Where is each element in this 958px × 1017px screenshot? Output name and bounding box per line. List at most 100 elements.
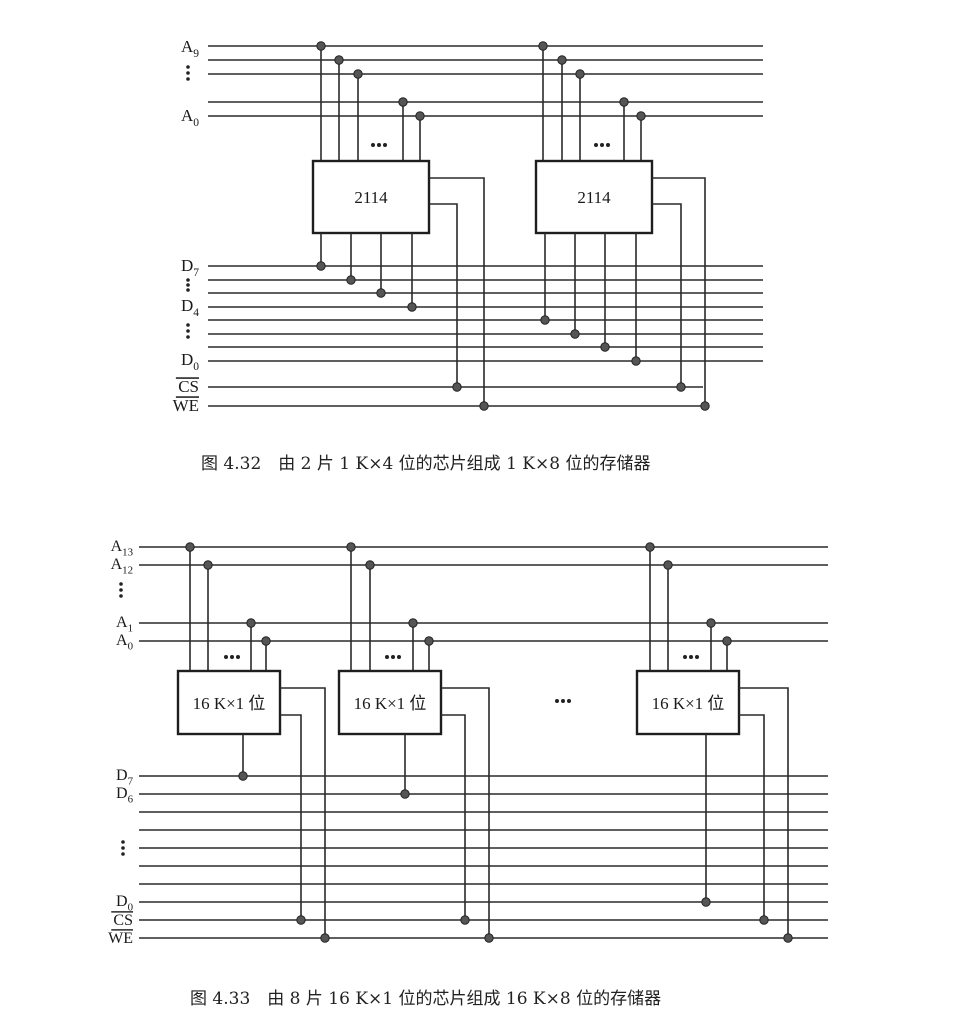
address-pins-ellipsis [600,143,604,147]
chip-we-wire [429,177,485,406]
we-junction-dot [320,933,330,943]
label-d4: D4 [181,296,199,319]
label-cs: CS [113,912,133,929]
data-junction-dot [407,302,417,312]
chip-cs-wire [441,714,466,920]
chips-omitted-ellipsis [555,699,559,703]
data-vertical-ellipsis [186,335,190,339]
chip-2114-1 [311,159,431,235]
label-a1: A1 [116,614,133,634]
chip-label: 2114 [577,188,611,207]
chip-we-wire [652,177,706,406]
data-junction-dot [316,261,326,271]
data-vertical-ellipsis [121,852,125,856]
address-vertical-ellipsis [119,582,123,586]
address-junction-dot [185,542,195,552]
data-vertical-ellipsis [186,278,190,282]
address-pins-ellipsis [224,655,228,659]
address-junction-dot [557,55,567,65]
data-vertical-ellipsis [186,288,190,292]
we-junction-dot [479,401,489,411]
label-we: WE [173,396,199,415]
address-pins-ellipsis [383,143,387,147]
data-junction-dot [600,342,610,352]
label-d7: D7 [116,767,134,787]
address-junction-dot [334,55,344,65]
address-junction-dot [346,542,356,552]
label-a9: A9 [181,37,199,60]
address-vertical-ellipsis [186,71,190,75]
address-junction-dot [365,560,375,570]
address-junction-dot [424,636,434,646]
chip-16k-x1-2 [337,669,443,736]
address-pins-ellipsis [594,143,598,147]
address-junction-dot [398,97,408,107]
address-junction-dot [415,111,425,121]
chip-label: 16 K×1 位 [193,694,266,713]
cs-junction-dot [676,382,686,392]
data-junction-dot [631,356,641,366]
cs-junction-dot [452,382,462,392]
label-d7: D7 [181,256,199,279]
address-junction-dot [722,636,732,646]
label-a0: A0 [116,632,134,652]
address-vertical-ellipsis [119,594,123,598]
chip-cs-wire [280,714,302,920]
data-vertical-ellipsis [121,840,125,844]
address-pins-ellipsis [371,143,375,147]
address-pins-ellipsis [236,655,240,659]
address-pins-ellipsis [377,143,381,147]
address-junction-dot [353,69,363,79]
address-pins-ellipsis [391,655,395,659]
chip-cs-wire [739,714,765,920]
chip-we-wire [739,687,789,938]
chip-label: 16 K×1 位 [652,694,725,713]
data-junction-dot [570,329,580,339]
address-junction-dot [636,111,646,121]
chip-we-wire [280,687,326,938]
chip-cs-wire [429,203,458,387]
we-junction-dot [700,401,710,411]
address-vertical-ellipsis [186,65,190,69]
address-pins-ellipsis [689,655,693,659]
address-junction-dot [663,560,673,570]
label-cs: CS [178,377,199,396]
label-d6: D6 [116,785,134,805]
data-junction-dot [400,789,410,799]
address-junction-dot [246,618,256,628]
address-junction-dot [203,560,213,570]
chips-omitted-ellipsis [561,699,565,703]
label-we: WE [108,930,133,947]
data-junction-dot [346,275,356,285]
label-a0: A0 [181,106,199,129]
figure-4-32-caption: 图 4.32 由 2 片 1 K×4 位的芯片组成 1 K×8 位的存储器 [201,454,651,474]
chips-omitted-ellipsis [567,699,571,703]
cs-junction-dot [759,915,769,925]
address-junction-dot [575,69,585,79]
we-junction-dot [783,933,793,943]
chip-16k-x1-3 [635,669,741,736]
data-vertical-ellipsis [121,846,125,850]
we-junction-dot [484,933,494,943]
label-d0: D0 [116,893,134,913]
label-a13: A13 [111,538,134,558]
address-pins-ellipsis [230,655,234,659]
data-vertical-ellipsis [186,323,190,327]
label-d0: D0 [181,350,199,373]
chip-cs-wire [652,203,682,387]
data-vertical-ellipsis [186,329,190,333]
data-junction-dot [540,315,550,325]
data-junction-dot [238,771,248,781]
address-vertical-ellipsis [119,588,123,592]
figure-4-33-caption: 图 4.33 由 8 片 16 K×1 位的芯片组成 16 K×8 位的存储器 [190,989,662,1009]
address-pins-ellipsis [606,143,610,147]
cs-junction-dot [296,915,306,925]
data-vertical-ellipsis [186,283,190,287]
chip-label: 16 K×1 位 [354,694,427,713]
address-junction-dot [261,636,271,646]
address-junction-dot [316,41,326,51]
address-pins-ellipsis [385,655,389,659]
